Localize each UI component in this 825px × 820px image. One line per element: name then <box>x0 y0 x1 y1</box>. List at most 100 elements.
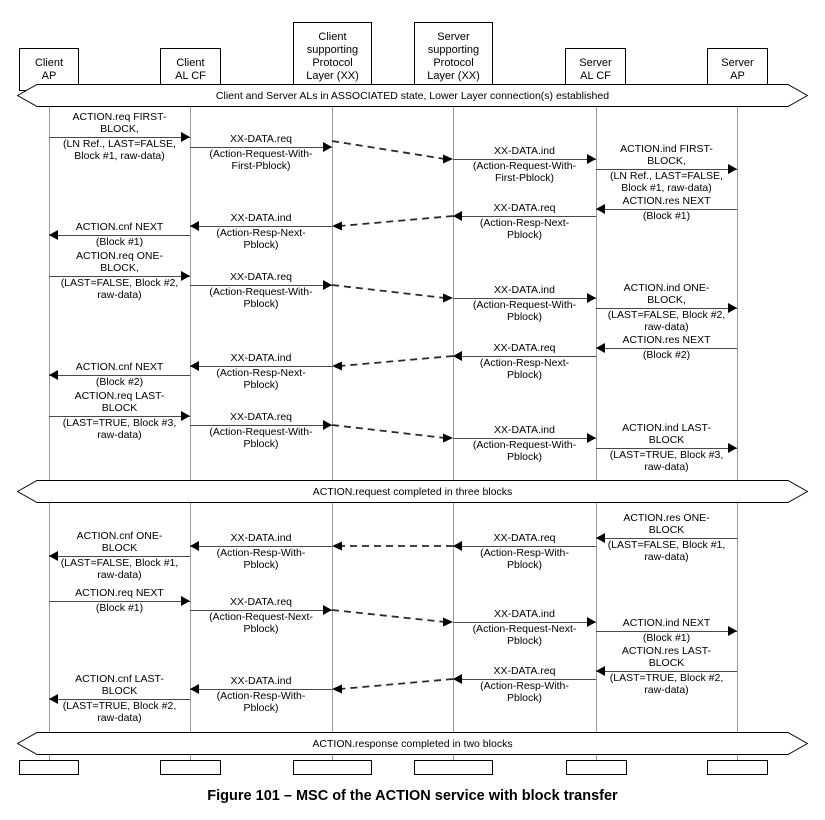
message-label-above: XX-DATA.ind <box>494 144 555 157</box>
terminator-server-xx <box>413 760 493 775</box>
message-label-above: ACTION.ind FIRST- BLOCK, <box>620 142 713 167</box>
message-line <box>453 298 596 299</box>
arrowhead-icon <box>453 211 462 221</box>
message-m8 <box>332 215 454 231</box>
message-m3 <box>331 140 453 164</box>
message-label-below: (Action-Resp-With- Pblock) <box>216 690 306 715</box>
arrowhead-icon <box>49 694 58 704</box>
arrowhead-icon <box>49 230 58 240</box>
lifeline-server-ap <box>737 95 738 765</box>
message-label-above: ACTION.cnf NEXT <box>75 360 164 373</box>
message-label-below: (Action-Request-With- First-Pblock) <box>209 148 313 173</box>
message-line <box>596 348 737 349</box>
message-line <box>596 308 737 309</box>
message-label-above: ACTION.cnf NEXT <box>75 220 164 233</box>
arrowhead-icon <box>587 617 596 627</box>
arrowhead-icon <box>323 280 332 290</box>
message-label-above: XX-DATA.req <box>229 410 293 423</box>
message-label-above: ACTION.res LAST- BLOCK <box>621 644 712 669</box>
message-line <box>190 366 332 367</box>
arrowhead-icon <box>190 361 199 371</box>
message-label-above: ACTION.cnf ONE- BLOCK <box>76 529 163 554</box>
arrowhead-icon <box>728 626 737 636</box>
message-line <box>49 416 190 417</box>
message-line <box>49 375 190 376</box>
message-label-below: (Action-Resp-With- Pblock) <box>480 680 569 705</box>
message-label-below: (LN Ref., LAST=FALSE, Block #1, raw-data… <box>63 138 176 163</box>
message-line <box>453 679 596 680</box>
terminator-server-ap <box>706 760 768 775</box>
arrowhead-icon <box>596 533 605 543</box>
message-line <box>190 226 332 227</box>
arrowhead-icon <box>453 674 462 684</box>
message-label-below: (Action-Resp-Next- Pblock) <box>216 367 306 392</box>
lifeline-server-al-cf <box>596 95 597 765</box>
message-line <box>190 689 332 690</box>
arrowhead-icon <box>587 154 596 164</box>
message-line <box>596 538 737 539</box>
message-label-below: (Action-Request-With- Pblock) <box>209 426 313 451</box>
message-line <box>453 216 596 217</box>
arrowhead-icon <box>181 132 190 142</box>
arrowhead-icon <box>181 596 190 606</box>
lifeline-client-ap <box>49 95 50 765</box>
figure-caption: Figure 101 – MSC of the ACTION service w… <box>207 788 618 804</box>
arrowhead-icon <box>190 221 199 231</box>
message-label-below: (LAST=FALSE, Block #1, raw-data) <box>60 557 179 582</box>
message-label-above: ACTION.req LAST- BLOCK <box>74 389 165 414</box>
message-line <box>190 546 332 547</box>
message-m13 <box>331 284 453 303</box>
message-label-below: (LAST=FALSE, Block #2, raw-data) <box>607 309 726 334</box>
arrowhead-icon <box>323 605 332 615</box>
message-line <box>190 285 332 286</box>
message-label-below: (LAST=FALSE, Block #1, raw-data) <box>607 539 726 564</box>
arrowhead-icon <box>190 541 199 551</box>
message-label-above: ACTION.res ONE- BLOCK <box>623 511 710 536</box>
message-line <box>190 147 332 148</box>
message-label-above: ACTION.ind NEXT <box>622 616 711 629</box>
message-label-below: (Action-Request-With- Pblock) <box>209 286 313 311</box>
message-label-above: XX-DATA.req <box>493 664 556 677</box>
message-label-above: ACTION.req FIRST- BLOCK, <box>72 110 167 135</box>
message-line <box>596 631 737 632</box>
message-label-below: (Block #1) <box>642 632 691 644</box>
message-line <box>596 209 737 210</box>
message-m33 <box>331 609 453 627</box>
message-line <box>596 448 737 449</box>
message-label-above: XX-DATA.req <box>493 201 556 214</box>
message-line <box>453 546 596 547</box>
arrowhead-icon <box>323 142 332 152</box>
terminator-client-xx <box>292 760 372 775</box>
message-line <box>596 671 737 672</box>
condition-label: ACTION.response completed in two blocks <box>312 737 513 750</box>
message-line <box>453 622 596 623</box>
arrowhead-icon <box>596 343 605 353</box>
message-label-below: (Action-Request-Next- Pblock) <box>472 623 577 648</box>
lifeline-client-al-cf <box>190 95 191 765</box>
message-label-above: XX-DATA.ind <box>230 211 292 224</box>
arrowhead-icon <box>181 411 190 421</box>
message-label-above: XX-DATA.ind <box>230 351 292 364</box>
arrowhead-icon <box>728 164 737 174</box>
cond-response-done: ACTION.response completed in two blocks <box>17 732 808 755</box>
message-label-above: ACTION.res NEXT <box>622 194 711 207</box>
message-label-below: (LN Ref., LAST=FALSE, Block #1, raw-data… <box>610 170 723 195</box>
arrowhead-icon <box>190 684 199 694</box>
arrowhead-icon <box>49 551 58 561</box>
arrowhead-icon <box>728 443 737 453</box>
message-line <box>453 159 596 160</box>
message-line <box>453 438 596 439</box>
arrowhead-icon <box>596 204 605 214</box>
condition-label: Client and Server ALs in ASSOCIATED stat… <box>215 89 610 102</box>
message-label-below: (LAST=TRUE, Block #3, raw-data) <box>62 417 177 442</box>
message-label-below: (Block #1) <box>95 602 144 614</box>
